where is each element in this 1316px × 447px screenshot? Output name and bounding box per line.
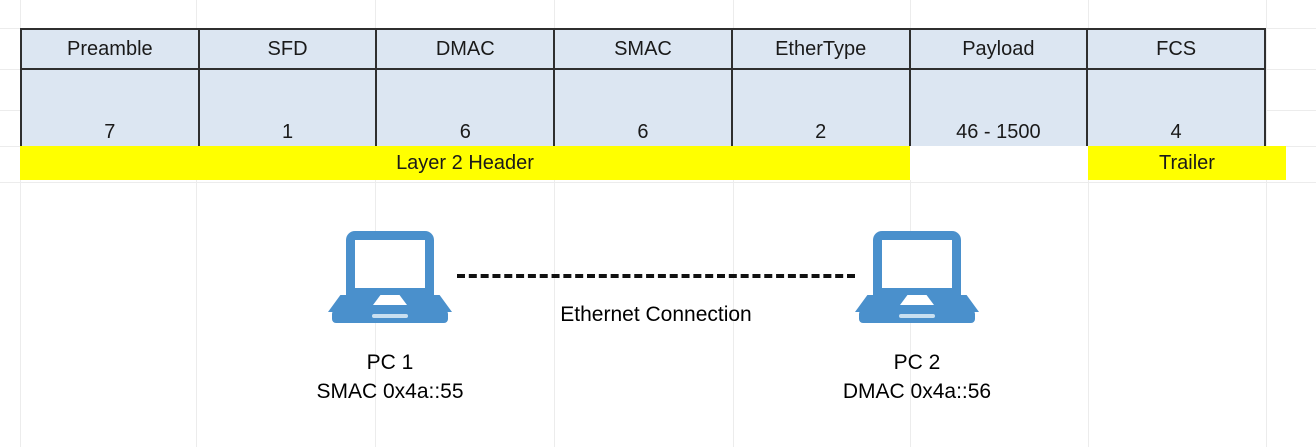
cell-field-size-sfd: 1 <box>197 68 378 154</box>
cell-field-size-ethertype: 2 <box>730 68 911 154</box>
laptop-trackpad-icon <box>372 314 408 318</box>
cell-field-name-smac: SMAC <box>553 28 733 70</box>
cell-field-size-preamble: 7 <box>20 68 200 154</box>
laptop-trackpad-icon <box>899 314 935 318</box>
cell-field-name-ethertype: EtherType <box>730 28 911 70</box>
node-label-pc2: PC 2 DMAC 0x4a::56 <box>767 348 1067 406</box>
laptop-icon <box>328 231 452 323</box>
table-row-field-sizes: 7 1 6 6 2 46 - 1500 4 <box>20 68 1266 154</box>
node-label-pc1: PC 1 SMAC 0x4a::55 <box>240 348 540 406</box>
cell-field-size-fcs: 4 <box>1086 68 1266 154</box>
cell-field-size-smac: 6 <box>553 68 733 154</box>
band-payload-gap <box>910 146 1088 180</box>
cell-field-name-fcs: FCS <box>1086 28 1266 70</box>
cell-field-name-sfd: SFD <box>197 28 378 70</box>
cell-field-name-dmac: DMAC <box>375 28 556 70</box>
laptop-screen-icon <box>346 231 434 297</box>
cell-field-size-payload: 46 - 1500 <box>908 68 1089 154</box>
ethernet-link-label: Ethernet Connection <box>560 303 752 326</box>
ethernet-frame-table: Preamble SFD DMAC SMAC EtherType Payload… <box>20 28 1266 154</box>
node-title-pc1: PC 1 <box>366 351 414 374</box>
laptop-screen-icon <box>873 231 961 297</box>
node-title-pc2: PC 2 <box>893 351 941 374</box>
frame-section-band: Layer 2 Header Trailer <box>20 146 1286 180</box>
node-detail-pc2: DMAC 0x4a::56 <box>842 380 992 403</box>
laptop-notch-icon <box>373 295 407 305</box>
band-layer2-header: Layer 2 Header <box>20 146 910 180</box>
node-detail-pc1: SMAC 0x4a::55 <box>316 380 464 403</box>
band-trailer: Trailer <box>1088 146 1286 180</box>
ethernet-link-line <box>457 274 855 278</box>
cell-field-size-dmac: 6 <box>375 68 556 154</box>
laptop-icon <box>855 231 979 323</box>
laptop-notch-icon <box>900 295 934 305</box>
table-row-field-names: Preamble SFD DMAC SMAC EtherType Payload… <box>20 28 1266 70</box>
cell-field-name-payload: Payload <box>908 28 1089 70</box>
cell-field-name-preamble: Preamble <box>20 28 200 70</box>
